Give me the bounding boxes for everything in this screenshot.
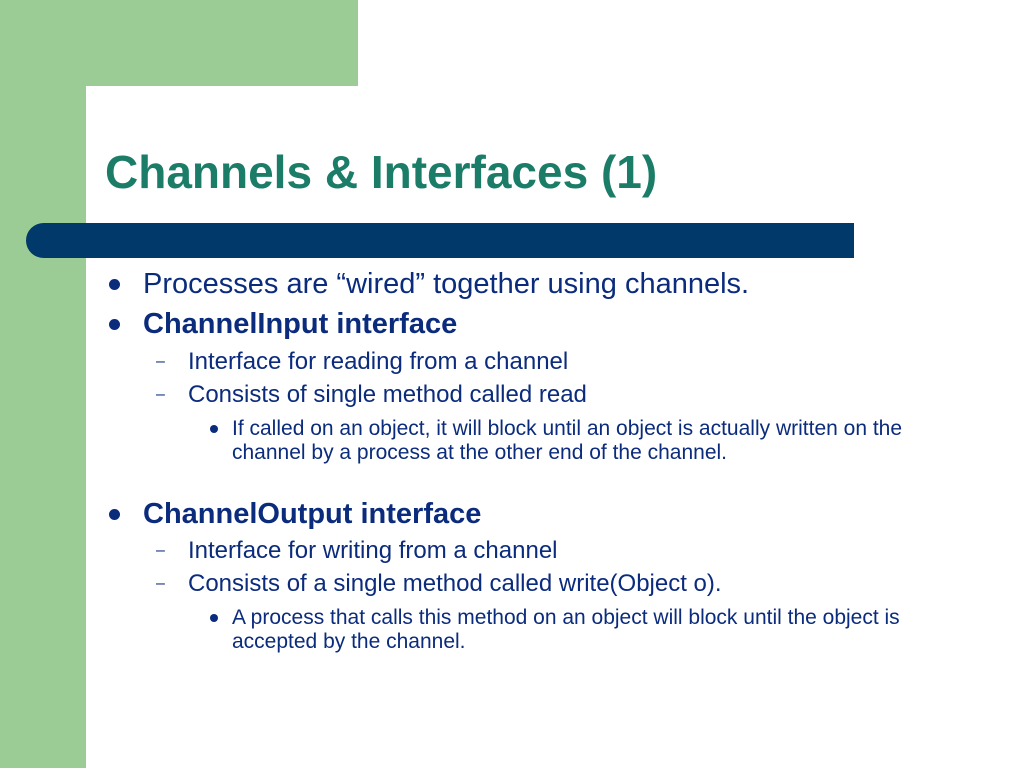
bullet-dot-icon (109, 509, 120, 520)
dash-bullet-icon: – (156, 542, 165, 559)
dash-bullet-icon: – (156, 575, 165, 592)
sub-bullet-writing: Interface for writing from a channel (188, 537, 558, 564)
sub-bullet-reading: Interface for reading from a channel (188, 348, 569, 375)
dash-bullet-icon: – (156, 353, 165, 370)
green-background-top (0, 0, 358, 86)
small-bullet-dot-icon (210, 614, 218, 622)
green-background-left (0, 0, 86, 768)
slide-panel (86, 86, 1024, 768)
dash-bullet-icon: – (156, 386, 165, 403)
bullet-dot-icon (109, 319, 120, 330)
slide-title: Channels & Interfaces (1) (105, 146, 658, 198)
sub-bullet-read-method: Consists of single method called read (188, 381, 587, 408)
sub-bullet-write-method: Consists of a single method called write… (188, 570, 722, 597)
bullet-processes-wired: Processes are “wired” together using cha… (143, 268, 750, 300)
small-bullet-dot-icon (210, 425, 218, 433)
bullet-dot-icon (109, 279, 120, 290)
sub-sub-bullet-write-blocking: A process that calls this method on an o… (232, 606, 900, 653)
sub-sub-bullet-read-blocking: If called on an object, it will block un… (232, 417, 903, 464)
title-underline-bar (26, 223, 854, 258)
bullet-channeloutput-heading: ChannelOutput interface (143, 498, 482, 530)
bullet-channelinput-heading: ChannelInput interface (143, 308, 458, 340)
